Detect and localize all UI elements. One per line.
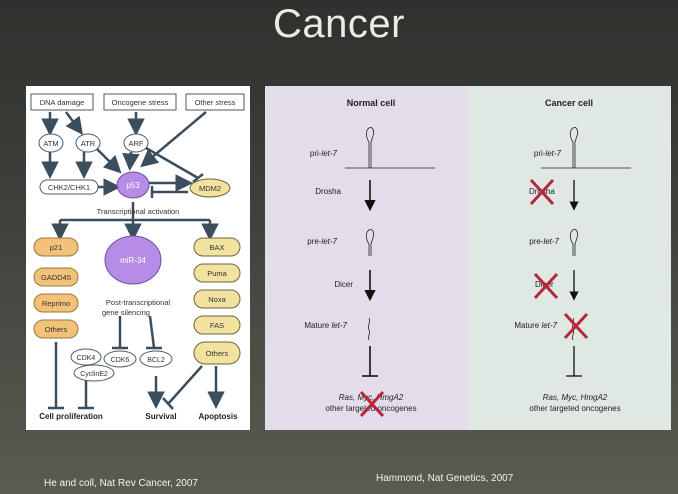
dna-damage-box xyxy=(30,93,94,111)
targets-sub-label-normal: other targeted oncogenes xyxy=(325,404,416,413)
let7-figure: Normal cell Cancer cell pri-let-7 Drosha… xyxy=(265,86,671,430)
cancer-cell-header: Cancer cell xyxy=(545,98,593,108)
citation-left: He and coll, Nat Rev Cancer, 2007 xyxy=(44,478,198,489)
other-stress-box xyxy=(185,93,245,111)
reprimo-label: Reprimo xyxy=(42,299,70,308)
dicer-blocked-cross xyxy=(533,272,559,300)
mir34-node xyxy=(104,235,162,285)
chk-label: CHK2/CHK1 xyxy=(48,183,90,192)
arrow-atr-p53 xyxy=(95,147,122,174)
cdk4-node xyxy=(70,348,102,366)
cdk6-node xyxy=(103,350,137,368)
bcl2-label: BCL2 xyxy=(147,357,165,364)
pri-let7-label-cancer: pri-let-7 xyxy=(534,149,562,158)
chk-node xyxy=(39,179,99,195)
post-transcriptional-label-2: gene silencing xyxy=(102,308,150,317)
p53-node xyxy=(116,171,150,199)
arrow-dna-atr xyxy=(64,111,83,136)
gadd45-label: GADD45 xyxy=(41,273,71,282)
others-left-label: Others xyxy=(45,325,68,334)
targets-sub-label-cancer: other targeted oncogenes xyxy=(529,404,620,413)
arf-label: ARF xyxy=(129,139,144,148)
slide-title: Cancer xyxy=(273,2,405,46)
p53-label: p53 xyxy=(126,181,140,190)
p21-node xyxy=(33,237,79,257)
transcriptional-activation-label: Transcriptional activation xyxy=(97,207,180,216)
survival-label: Survival xyxy=(145,412,176,421)
pre-let7-hairpin-cancer xyxy=(569,229,579,256)
pre-let7-hairpin-normal xyxy=(365,229,375,256)
cdk6-label: CDK6 xyxy=(111,357,130,364)
normal-cell-background xyxy=(265,86,468,430)
fas-label: FAS xyxy=(210,321,224,330)
mdm2-label: MDM2 xyxy=(199,184,221,193)
others-right-label: Others xyxy=(206,349,229,358)
cycline2-node xyxy=(73,364,115,382)
bax-node xyxy=(193,237,241,257)
mature-let7-label-cancer: Mature let-7 xyxy=(514,321,557,330)
atr-node xyxy=(75,133,101,153)
puma-label: Puma xyxy=(207,269,227,278)
mature-let7-label-normal: Mature let-7 xyxy=(304,321,347,330)
cancer-cell-background xyxy=(468,86,671,430)
others-left-node xyxy=(33,319,79,339)
normal-cell-header: Normal cell xyxy=(347,98,396,108)
mature-let7-blocked-cross xyxy=(563,312,589,340)
cell-proliferation-label: Cell proliferation xyxy=(39,412,103,421)
citation-right: Hammond, Nat Genetics, 2007 xyxy=(376,473,514,484)
mature-let7-strand-normal xyxy=(368,317,370,341)
noxa-label: Noxa xyxy=(208,295,226,304)
dicer-label-normal: Dicer xyxy=(334,280,353,289)
oncogene-stress-label: Oncogene stress xyxy=(112,98,169,107)
drosha-blocked-cross xyxy=(529,178,555,206)
pri-let7-hairpin-cancer xyxy=(569,127,579,168)
arrow-arf-p53 xyxy=(122,151,140,171)
atm-label: ATM xyxy=(43,139,58,148)
atr-label: ATR xyxy=(81,139,96,148)
cdk4-label: CDK4 xyxy=(77,355,96,362)
gadd45-node xyxy=(33,267,79,287)
oncogene-stress-box xyxy=(103,93,177,111)
bax-label: BAX xyxy=(209,243,224,252)
targets-label-normal: Ras, Myc, HmgA2 xyxy=(339,393,404,402)
p21-label: p21 xyxy=(50,243,63,252)
apoptosis-label: Apoptosis xyxy=(198,412,238,421)
targets-label-cancer: Ras, Myc, HmgA2 xyxy=(543,393,608,402)
atm-node xyxy=(38,133,64,153)
noxa-node xyxy=(193,289,241,309)
targets-blocked-cross-normal xyxy=(359,390,385,418)
inhibit-arf-mdm2 xyxy=(145,146,199,180)
cycline2-label: CyclinE2 xyxy=(80,371,108,378)
puma-node xyxy=(193,263,241,283)
mir34-label: miR-34 xyxy=(120,256,146,265)
pre-let7-label-normal: pre-let-7 xyxy=(307,237,337,246)
p53-pathway-figure: DNA damage Oncogene stress Other stress … xyxy=(26,86,250,430)
arrow-other-p53 xyxy=(140,111,207,168)
arf-node xyxy=(123,133,149,153)
drosha-label-normal: Drosha xyxy=(315,187,341,196)
pre-let7-label-cancer: pre-let-7 xyxy=(529,237,559,246)
reprimo-node xyxy=(33,293,79,313)
dna-damage-label: DNA damage xyxy=(40,98,85,107)
other-stress-label: Other stress xyxy=(195,98,236,107)
bcl2-node xyxy=(139,350,173,368)
post-transcriptional-label-1: Post-transcriptional xyxy=(106,298,171,307)
pri-let7-hairpin-normal xyxy=(365,127,375,168)
others-right-node xyxy=(193,341,241,365)
mdm2-node xyxy=(189,178,231,198)
fas-node xyxy=(193,315,241,335)
pri-let7-label-normal: pri-let-7 xyxy=(310,149,338,158)
